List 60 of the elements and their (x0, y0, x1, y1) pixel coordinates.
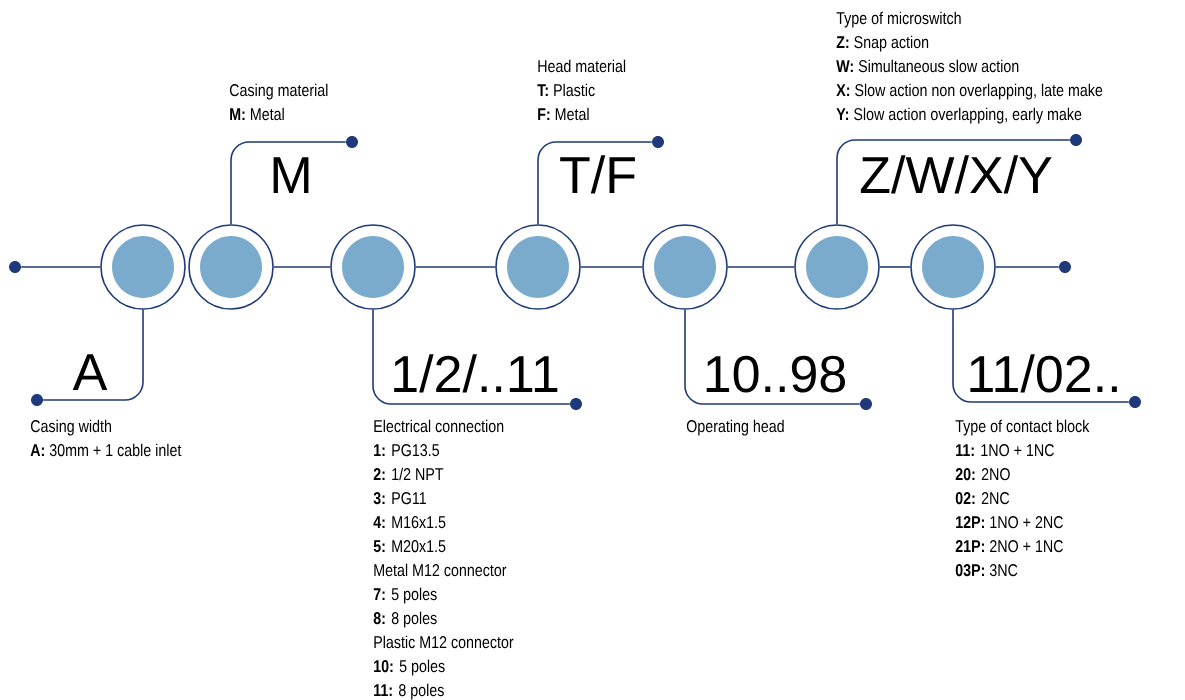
position-circle (794, 224, 880, 310)
description-text: 3: PG11 (373, 492, 426, 505)
description-text: W: Simultaneous slow action (836, 59, 1019, 73)
description-text: Plastic M12 connector (374, 635, 514, 649)
description-text: 11: 1NO + 1NC (956, 444, 1054, 457)
position-circle (100, 224, 186, 310)
code-letter: T/F (560, 155, 635, 194)
description-text: X: Slow action non overlapping, late make (836, 83, 1103, 100)
description-text: 10: 5 poles (374, 659, 445, 676)
description-text: 5: M20x1.5 (373, 540, 446, 553)
connector-line (580, 266, 643, 268)
connector-line (273, 266, 331, 268)
description-text: Casing width (30, 419, 111, 436)
description-text: Type of contact block (955, 419, 1090, 436)
description-text: 2: 1/2 NPT (373, 467, 444, 481)
leader-line (372, 309, 571, 405)
position-circle (910, 224, 996, 310)
description-text: 1: PG13.5 (374, 444, 439, 457)
description-text: 12P: 1NO + 2NC (956, 516, 1063, 529)
position-circle (188, 224, 274, 310)
code-letter: 1/2/..11 (394, 354, 558, 393)
description-text: Z: Snap action (836, 35, 929, 52)
leader-line (684, 309, 861, 405)
connector-line (727, 266, 795, 268)
connector-line (20, 266, 101, 268)
leader-line (230, 141, 347, 225)
description-text: Type of microswitch (836, 11, 961, 28)
leader-line (537, 141, 653, 225)
description-text: T: Plastic (537, 83, 595, 97)
position-circle (642, 224, 728, 310)
description-text: Casing material (229, 83, 328, 100)
position-circle (495, 224, 581, 310)
code-letter: M (273, 157, 309, 193)
description-text: M: Metal (230, 107, 284, 121)
description-text: 21P: 2NO + 1NC (955, 540, 1063, 553)
code-letter: 10..98 (706, 355, 846, 393)
description-text: 02: 2NC (955, 492, 1010, 505)
connector-line (879, 266, 911, 268)
leader-line (836, 139, 1071, 225)
description-text: Metal M12 connector (374, 563, 507, 577)
description-text: 20: 2NO (955, 468, 1010, 481)
code-letter: 11/02.. (970, 354, 1117, 393)
description-text: 03P: 3NC (955, 564, 1018, 577)
description-text: 11: 8 poles (374, 683, 444, 700)
code-letter: Z/W/X/Y (860, 155, 1052, 194)
leader-line (952, 309, 1130, 403)
description-text: 8: 8 poles (373, 611, 437, 628)
description-text: Operating head (686, 419, 784, 436)
connector-line (415, 266, 496, 268)
description-text: Head material (538, 59, 626, 73)
position-circle (330, 224, 416, 310)
connector-line (995, 266, 1060, 268)
description-text: 7: 5 poles (373, 587, 437, 604)
description-text: Electrical connection (374, 419, 504, 433)
description-text: A: 30mm + 1 cable inlet (30, 443, 182, 457)
description-text: 4: M16x1.5 (373, 516, 446, 529)
leader-line (42, 309, 144, 401)
description-text: F: Metal (538, 107, 589, 121)
code-letter: A (72, 354, 108, 390)
description-text: Y: Slow action overlapping, early make (836, 107, 1082, 124)
